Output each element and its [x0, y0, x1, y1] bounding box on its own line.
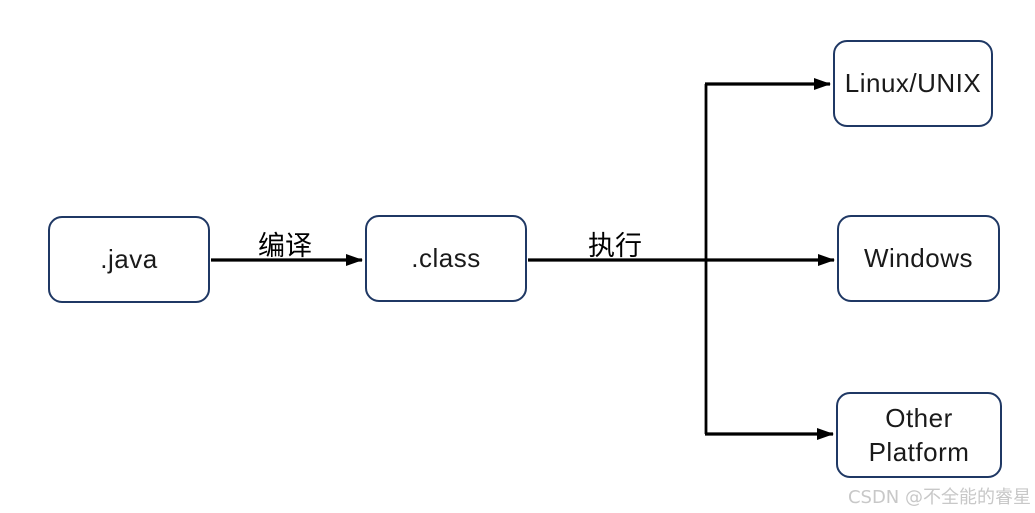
node-class-label: .class: [411, 243, 481, 274]
node-other-platform-label-line2: Platform: [868, 437, 970, 467]
edge-label-execute: 执行: [588, 231, 642, 262]
node-windows: Windows: [837, 215, 1000, 302]
node-windows-label: Windows: [864, 243, 973, 274]
node-java-label: .java: [100, 244, 158, 275]
edge-label-compile: 编译: [258, 231, 312, 262]
node-linux-unix: Linux/UNIX: [833, 40, 993, 127]
node-class-file: .class: [365, 215, 527, 302]
csdn-watermark: CSDN @不全能的睿星: [847, 487, 1031, 508]
node-java-file: .java: [48, 216, 210, 303]
node-other-platform-label-line1: Other: [885, 402, 953, 433]
node-other-platform: Other Platform: [836, 392, 1002, 478]
node-linux-unix-label: Linux/UNIX: [844, 68, 982, 99]
